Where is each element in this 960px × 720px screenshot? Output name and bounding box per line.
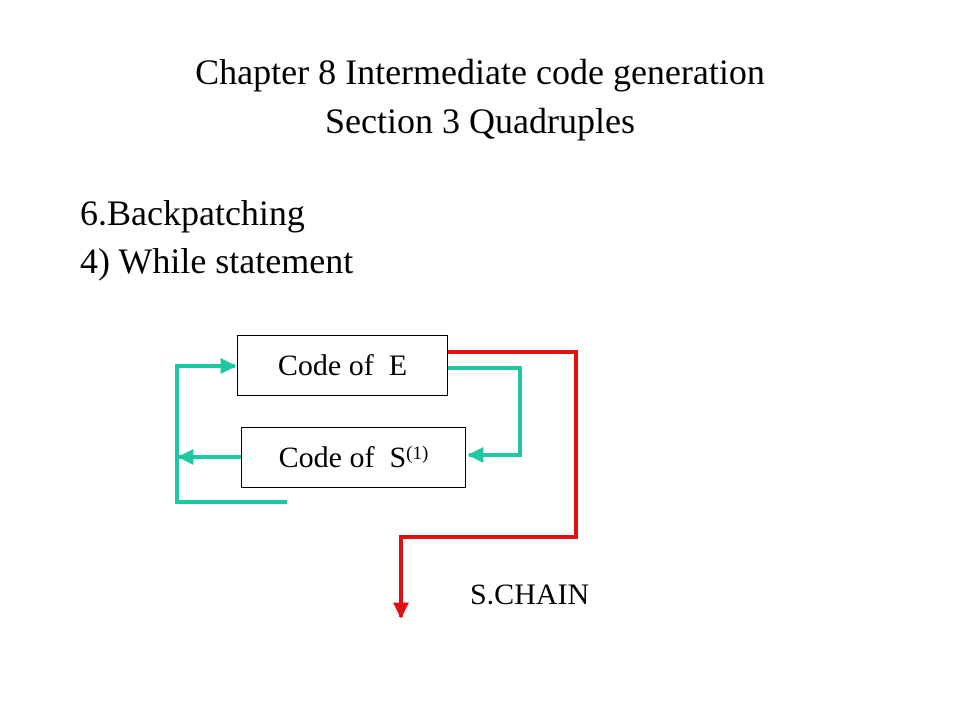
true-branch-arrow (448, 366, 522, 463)
topic-heading: 6.Backpatching (80, 193, 305, 233)
section-title: Section 3 Quadruples (325, 101, 635, 141)
code-of-s1-superscript: (1) (406, 443, 429, 464)
code-of-s1-box: Code of S(1) (241, 427, 466, 488)
subtopic-heading: 4) While statement (80, 241, 354, 281)
code-of-s1-label: Code of S (278, 440, 407, 474)
loop-back-arrow (175, 358, 287, 504)
s-chain-label: S.CHAIN (470, 578, 590, 611)
code-of-e-label: Code of E (277, 348, 408, 382)
false-exit-arrow (393, 350, 578, 619)
chapter-title: Chapter 8 Intermediate code generation (195, 52, 765, 92)
code-of-e-box: Code of E (237, 335, 448, 396)
